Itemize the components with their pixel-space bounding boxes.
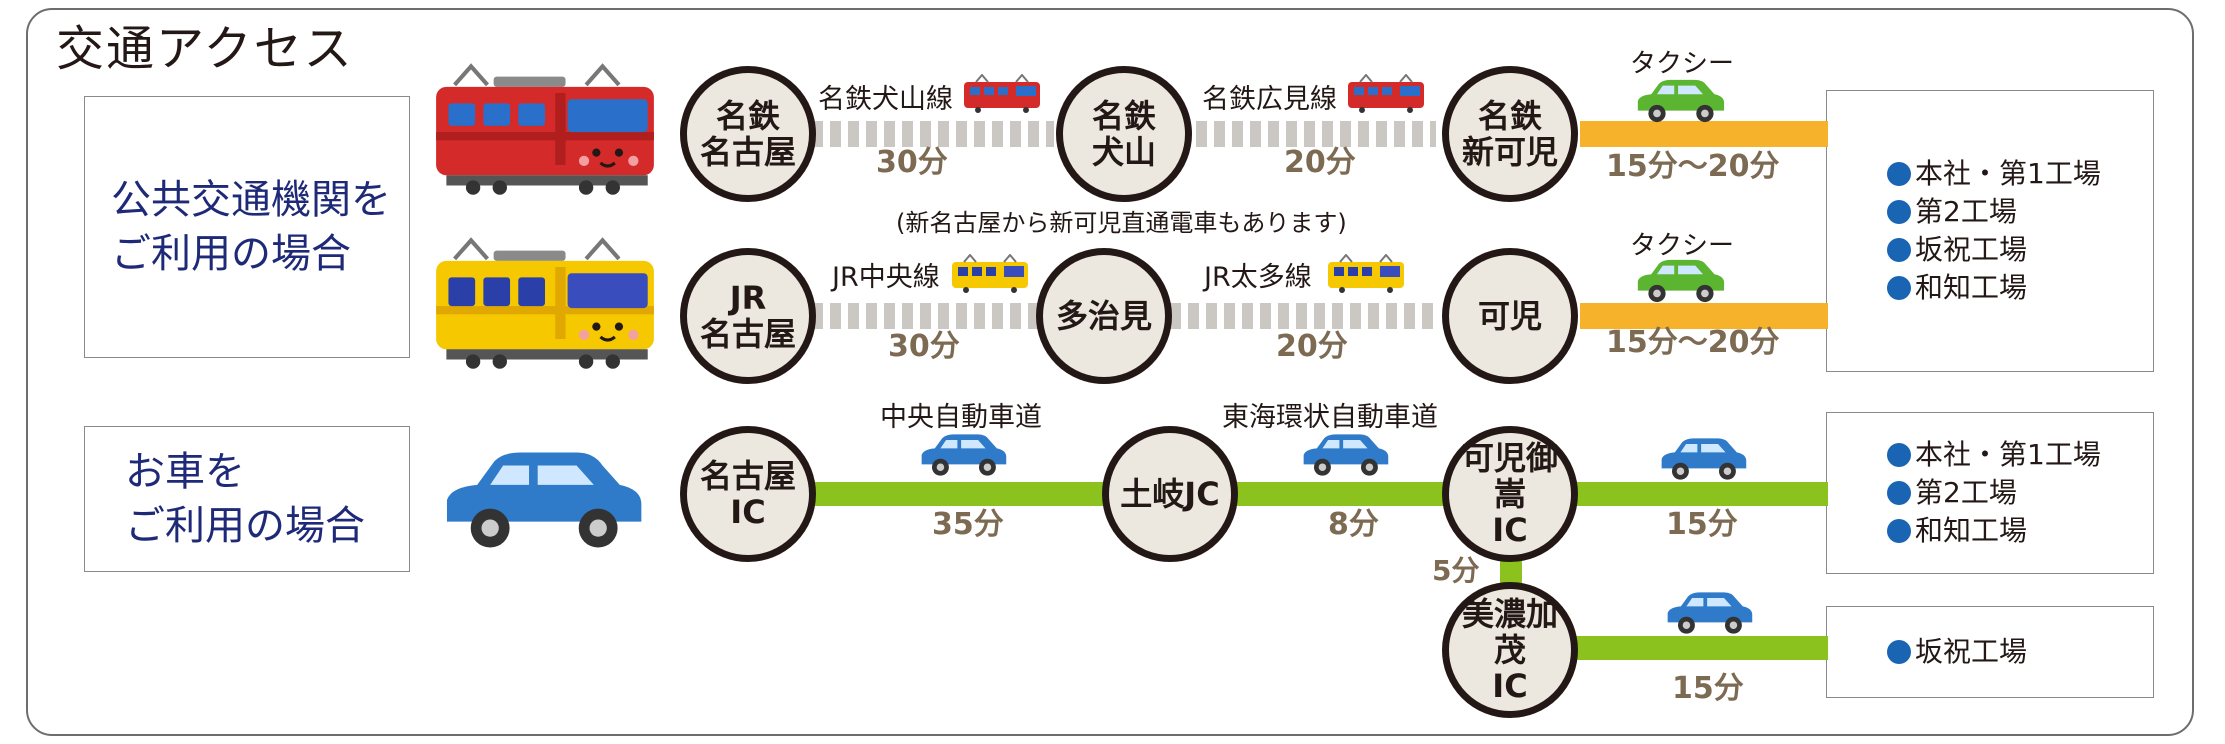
public-transport-category: 公共交通機関を ご利用の場合 xyxy=(84,96,410,358)
line-label-hiromi: 名鉄広見線 xyxy=(1202,84,1337,115)
small-blue-car-icon xyxy=(1662,590,1756,636)
time-tokai-kanjo: 8分 xyxy=(1328,507,1379,542)
bullet-dot-icon xyxy=(1887,640,1911,664)
bullet-dot-icon xyxy=(1887,238,1911,262)
destination-item: 和知工場 xyxy=(1887,269,2153,307)
time-minokamo-to-factory: 15分 xyxy=(1672,671,1744,706)
car-category-line1: お車を xyxy=(125,449,245,495)
taxi-time-1: 15分～20分 xyxy=(1606,149,1780,184)
green-taxi-icon xyxy=(1632,78,1728,124)
car-destinations-box-a: 本社・第1工場 第2工場 和知工場 xyxy=(1826,412,2154,574)
car-category-line2: ご利用の場合 xyxy=(125,503,365,549)
small-blue-car-icon xyxy=(916,432,1010,478)
direct-train-note: (新名古屋から新可児直通電車もあります) xyxy=(896,209,1347,237)
station-meitetsu-nagoya: 名鉄名古屋 xyxy=(680,66,816,202)
time-chuo-expressway: 35分 xyxy=(932,507,1004,542)
taxi-route-bar-1 xyxy=(1580,121,1828,147)
taxi-time-2: 15分～20分 xyxy=(1606,325,1780,360)
time-connector: 5分 xyxy=(1432,554,1480,587)
rail-track-taita-line xyxy=(1170,303,1436,329)
time-inuyama-line: 30分 xyxy=(876,145,948,180)
destination-item: 和知工場 xyxy=(1887,512,2153,550)
small-yellow-train-icon xyxy=(950,254,1030,294)
bullet-dot-icon xyxy=(1887,519,1911,543)
road-label-chuo: 中央自動車道 xyxy=(880,402,1042,433)
destination-item: 第2工場 xyxy=(1887,193,2153,231)
public-category-line1: 公共交通機関を xyxy=(111,177,391,223)
road-label-tokai-kanjo: 東海環状自動車道 xyxy=(1222,402,1438,433)
small-blue-car-icon xyxy=(1656,436,1750,482)
line-label-inuyama: 名鉄犬山線 xyxy=(818,84,953,115)
small-yellow-train-icon xyxy=(1326,254,1406,294)
bullet-dot-icon xyxy=(1887,276,1911,300)
destination-item: 本社・第1工場 xyxy=(1887,436,2153,474)
small-red-train-icon xyxy=(962,74,1042,114)
small-red-train-icon xyxy=(1346,74,1426,114)
road-tokai-kanjo xyxy=(1236,482,1446,506)
destination-item: 坂祝工場 xyxy=(1887,633,2153,671)
road-minokamo-to-factory xyxy=(1576,636,1828,660)
access-frame xyxy=(26,8,2194,736)
destination-item: 坂祝工場 xyxy=(1887,231,2153,269)
bullet-dot-icon xyxy=(1887,481,1911,505)
time-hiromi-line: 20分 xyxy=(1284,145,1356,180)
station-kani: 可児 xyxy=(1442,248,1578,384)
rail-track-hiromi-line xyxy=(1196,121,1436,147)
blue-car-icon xyxy=(434,444,650,556)
public-category-line2: ご利用の場合 xyxy=(111,231,351,277)
station-meitetsu-inuyama: 名鉄犬山 xyxy=(1056,66,1192,202)
time-taita-line: 20分 xyxy=(1276,329,1348,364)
station-tajimi: 多治見 xyxy=(1036,248,1172,384)
time-chuo-line: 30分 xyxy=(888,329,960,364)
bullet-dot-icon xyxy=(1887,200,1911,224)
car-category: お車を ご利用の場合 xyxy=(84,426,410,572)
time-kanimitake-to-factory: 15分 xyxy=(1666,507,1738,542)
red-train-icon xyxy=(432,62,658,196)
taxi-label-2: タクシー xyxy=(1630,231,1735,261)
taxi-route-bar-2 xyxy=(1580,303,1828,329)
destination-item: 本社・第1工場 xyxy=(1887,155,2153,193)
line-label-chuo: JR中央線 xyxy=(832,262,940,293)
rail-track-inuyama-line xyxy=(812,121,1054,147)
page-title: 交通アクセス xyxy=(56,21,354,77)
road-kanimitake-to-factory xyxy=(1576,482,1828,506)
small-blue-car-icon xyxy=(1298,432,1392,478)
green-taxi-icon xyxy=(1632,258,1728,304)
bullet-dot-icon xyxy=(1887,162,1911,186)
yellow-train-icon xyxy=(432,236,658,370)
road-chuo-expressway xyxy=(812,482,1114,506)
public-destinations-box: 本社・第1工場 第2工場 坂祝工場 和知工場 xyxy=(1826,90,2154,372)
bullet-dot-icon xyxy=(1887,443,1911,467)
node-toki-jc: 土岐JC xyxy=(1102,426,1238,562)
rail-track-chuo-line xyxy=(812,303,1048,329)
station-meitetsu-shinkani: 名鉄新可児 xyxy=(1442,66,1578,202)
car-destinations-box-b: 坂祝工場 xyxy=(1826,606,2154,698)
taxi-label-1: タクシー xyxy=(1630,49,1735,79)
line-label-taita: JR太多線 xyxy=(1204,262,1312,293)
destination-item: 第2工場 xyxy=(1887,474,2153,512)
